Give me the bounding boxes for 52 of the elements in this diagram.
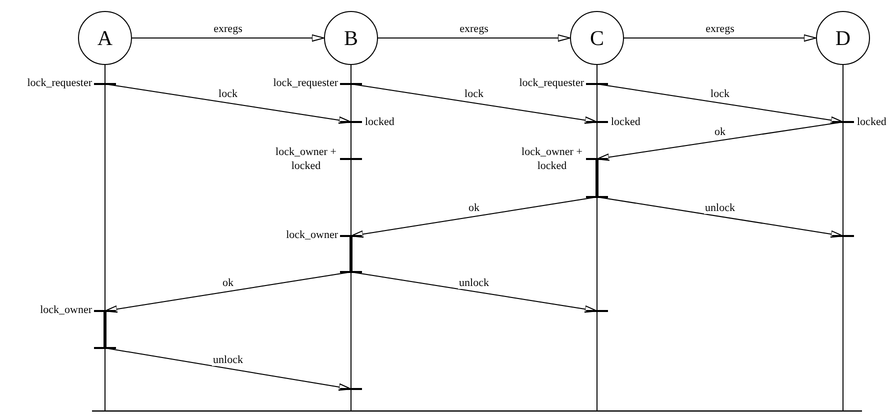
state-label: lock_owner + locked [275,145,337,173]
edge-label: lock [710,88,730,100]
edge-label: unlock [212,354,244,366]
participant-name: C [590,28,604,48]
edge-label: lock [218,88,238,100]
event-tick [340,271,362,273]
edge-label: ok [222,276,234,288]
participant-name: A [97,28,113,48]
event-tick [586,83,608,85]
participant-circle [570,11,624,65]
event-tick [340,121,362,123]
event-tick [340,388,362,390]
participant-name: B [344,28,358,48]
arrow [624,34,816,42]
event-tick [94,83,116,85]
event-tick [832,121,854,123]
edge-label: exregs [458,23,490,35]
arrow [378,34,570,42]
event-tick [340,158,362,160]
event-tick [94,347,116,349]
participant-circle [816,11,870,65]
edge-label: ok [714,126,726,138]
state-label: locked [857,115,886,129]
edge-label: unlock [704,202,736,214]
state-label: lock_requester [273,76,338,90]
event-tick [586,196,608,198]
edge-label: unlock [458,276,490,288]
event-tick [586,158,608,160]
event-tick [340,235,362,237]
event-tick [586,121,608,123]
thick-bar [596,159,598,197]
state-label: lock_owner + locked [521,145,583,173]
edge-label: lock [464,88,484,100]
state-label: locked [365,115,394,129]
thick-bar [104,311,106,348]
state-label: lock_owner [40,303,92,317]
thick-bar [350,236,352,272]
event-tick [832,235,854,237]
participant-name: D [835,28,851,48]
participant-circle [78,11,132,65]
edge-label: exregs [212,23,244,35]
arrow [132,34,324,42]
state-label: lock_requester [27,76,92,90]
state-label: lock_owner [286,228,338,242]
event-tick [340,83,362,85]
event-tick [586,310,608,312]
state-label: locked [611,115,640,129]
state-label: lock_requester [519,76,584,90]
event-tick [94,310,116,312]
edge-label: ok [468,202,480,214]
edge-label: exregs [704,23,736,35]
participant-circle [324,11,378,65]
